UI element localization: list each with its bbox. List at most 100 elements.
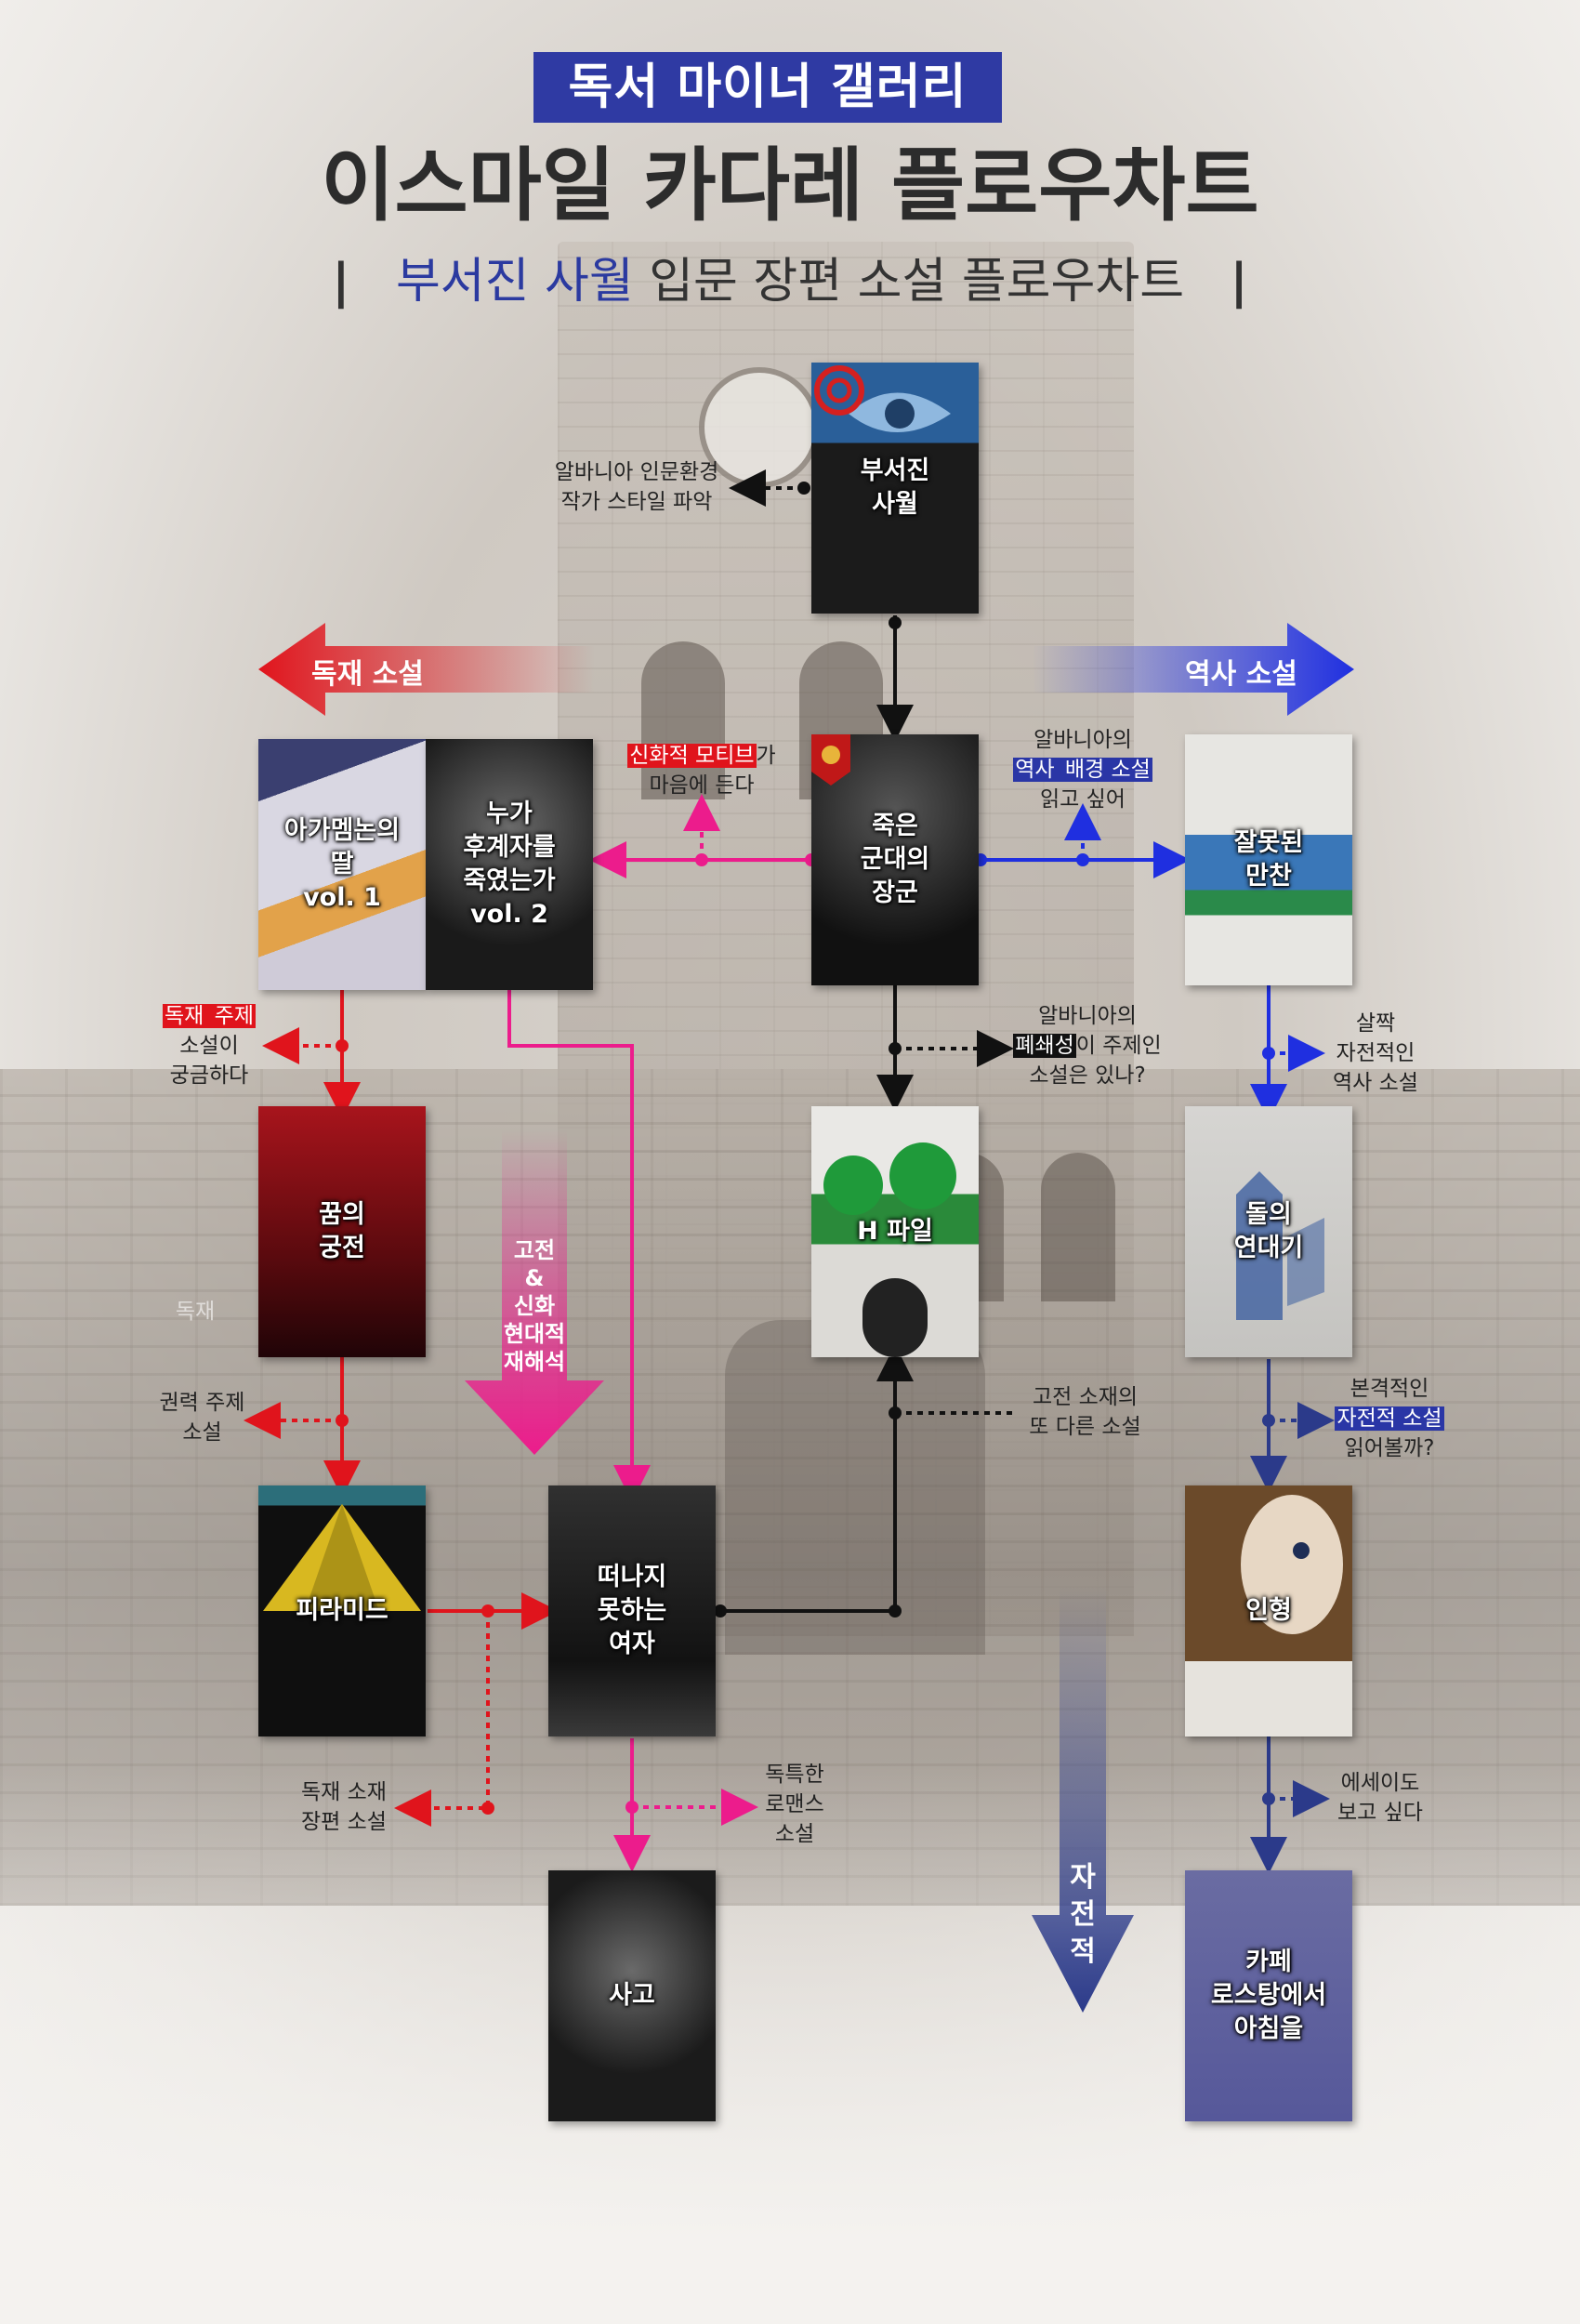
note-line: 역사 배경 소설 xyxy=(999,755,1166,785)
note-albania-environment: 알바니아 인문환경 작가 스타일 파악 xyxy=(530,457,744,517)
doll-face-icon xyxy=(1241,1495,1343,1634)
book-woman-who-cannot-leave[interactable]: 떠나지 못하는 여자 xyxy=(548,1486,716,1736)
dictator-category-arrow xyxy=(258,623,595,716)
arch-doorway xyxy=(725,1320,985,1655)
book-chronicle-in-stone[interactable]: 돌의 연대기 xyxy=(1185,1106,1352,1357)
note-line: 알바니아의 xyxy=(1038,1004,1137,1028)
note-line: 궁금하다 xyxy=(169,1063,249,1088)
note-line: 작가 스타일 파악 xyxy=(560,490,713,514)
note-history-setting: 알바니아의 역사 배경 소설 읽고 싶어 xyxy=(999,725,1166,814)
tree-icon xyxy=(823,1142,956,1357)
book-title: 인형 xyxy=(1245,1596,1292,1625)
note-line: 마음에 든다 xyxy=(649,773,755,798)
book-wrong-dinner[interactable]: 잘못된 만찬 xyxy=(1185,734,1352,985)
subtitle-bar-right: | xyxy=(1230,254,1248,310)
note-line: 독재 소재 xyxy=(301,1780,387,1804)
note-text: 가 xyxy=(756,744,776,768)
note-line: 고전 소재의 xyxy=(1032,1385,1139,1409)
history-category-label: 역사 소설 xyxy=(1185,658,1297,691)
note-unique-romance: 독특한 로맨스 소설 xyxy=(748,1760,841,1849)
book-title: 돌의 연대기 xyxy=(1233,1200,1304,1262)
book-who-killed-successor[interactable]: 누가 후계자를 죽였는가 vol. 2 xyxy=(426,739,593,990)
pyramid-icon xyxy=(263,1504,421,1611)
note-line: 자전적 소설 xyxy=(1320,1404,1459,1433)
classic-reinterpretation-arrow xyxy=(465,1129,604,1455)
book-title: 부서진 사월 xyxy=(860,456,930,519)
page-title: 이스마일 카다레 플로우차트 xyxy=(321,139,1259,232)
note-line: 알바니아 인문환경 xyxy=(554,460,719,484)
autobiographical-arrow xyxy=(1032,1585,1134,2013)
note-myth-motif: 신화적 모티브가 마음에 든다 xyxy=(609,741,795,800)
note-highlight: 자전적 소설 xyxy=(1335,1406,1444,1431)
subtitle-bar-left: | xyxy=(332,254,350,310)
note-line: 소설은 있나? xyxy=(1029,1063,1146,1088)
note-line: 로맨스 xyxy=(765,1792,824,1816)
subtitle-highlight: 부서진 사월 xyxy=(395,254,634,310)
book-title: 떠나지 못하는 여자 xyxy=(597,1563,667,1658)
book-title: 꿈의 궁전 xyxy=(319,1200,365,1262)
note-line: 독재 주제 xyxy=(149,1001,270,1031)
book-accident[interactable]: 사고 xyxy=(548,1870,716,2121)
book-title: 카페 로스탕에서 아침을 xyxy=(1210,1948,1327,2043)
book-palace-of-dreams[interactable]: 꿈의 궁전 xyxy=(258,1106,426,1357)
book-file-on-h[interactable]: H 파일 xyxy=(811,1106,979,1357)
note-line: 보고 싶다 xyxy=(1337,1801,1423,1825)
eye-icon xyxy=(814,365,951,432)
book-agamemnon-daughter[interactable]: 아가멤논의 딸 vol. 1 xyxy=(258,739,426,990)
note-highlight: 신화적 모티브 xyxy=(627,744,757,768)
note-line: 신화적 모티브가 xyxy=(609,741,795,771)
book-title: 누가 후계자를 죽였는가 vol. 2 xyxy=(463,799,556,929)
dictator-category-label: 독재 소설 xyxy=(311,658,424,691)
note-highlight: 주제 xyxy=(205,1004,256,1028)
note-line: 소설이 xyxy=(179,1034,239,1058)
tower-icon xyxy=(1236,1171,1324,1320)
note-line: 소설 xyxy=(182,1420,222,1445)
arch-window xyxy=(641,641,725,799)
note-classic-material: 고전 소재의 또 다른 소설 xyxy=(1008,1382,1162,1442)
classic-reinterpretation-label: 고전 & 신화 현대적 재해석 xyxy=(503,1237,566,1375)
book-pyramid[interactable]: 피라미드 xyxy=(258,1486,426,1736)
note-line: 또 다른 소설 xyxy=(1029,1415,1141,1439)
note-line: 소설 xyxy=(774,1822,815,1846)
note-closedness: 알바니아의 폐쇄성이 주제인 소설은 있나? xyxy=(999,1001,1176,1090)
note-highlight: 독재 xyxy=(163,1004,206,1028)
book-title: H 파일 xyxy=(857,1217,933,1246)
history-category-arrow xyxy=(1032,623,1354,716)
note-line: 읽어볼까? xyxy=(1344,1436,1435,1460)
gallery-badge: 독서 마이너 갤러리 xyxy=(533,52,1002,123)
note-line: 읽고 싶어 xyxy=(1040,787,1126,812)
note-line: 자전적인 xyxy=(1336,1041,1415,1065)
note-line: 권력 주제 xyxy=(159,1391,245,1415)
note-line: 에세이도 xyxy=(1340,1771,1420,1795)
book-title: 아가멤논의 딸 vol. 1 xyxy=(283,816,401,912)
note-dictator-novel: 독재 소재 장편 소설 xyxy=(283,1777,404,1837)
book-title: 잘못된 만찬 xyxy=(1233,828,1304,891)
note-line: 본격적인 xyxy=(1350,1377,1429,1401)
note-line: 장편 소설 xyxy=(301,1810,387,1834)
note-line: 살짝 xyxy=(1355,1011,1396,1036)
note-full-autobio: 본격적인 자전적 소설 읽어볼까? xyxy=(1320,1374,1459,1463)
book-title: 피라미드 xyxy=(296,1596,388,1625)
subtitle-rest: 입문 장편 소설 플로우차트 xyxy=(633,254,1185,310)
book-breakfast-cafe-rostand[interactable]: 카페 로스탕에서 아침을 xyxy=(1185,1870,1352,2121)
book-doll[interactable]: 인형 xyxy=(1185,1486,1352,1736)
note-small-dictator: 독재 xyxy=(175,1300,216,1324)
note-highlight: 폐쇄성 xyxy=(1013,1034,1076,1058)
note-power-theme: 권력 주제 소설 xyxy=(144,1388,260,1447)
note-line: 독특한 xyxy=(765,1763,824,1787)
award-medal-icon xyxy=(811,734,850,786)
autobiographical-label: 자 전 적 xyxy=(1070,1861,1096,1968)
note-line: 폐쇄성이 주제인 xyxy=(999,1031,1176,1061)
note-essay: 에세이도 보고 싶다 xyxy=(1320,1768,1441,1828)
page-subtitle: | 부서진 사월 입문 장편 소설 플로우차트 | xyxy=(0,249,1580,314)
book-title: 사고 xyxy=(609,1981,655,2010)
book-broken-april[interactable]: 부서진 사월 xyxy=(811,363,979,614)
note-line: 알바니아의 xyxy=(1034,728,1132,752)
note-line: 역사 소설 xyxy=(1333,1071,1418,1095)
note-highlight: 역사 xyxy=(1013,758,1057,782)
note-highlight: 배경 소설 xyxy=(1056,758,1152,782)
note-semi-autobio-history: 살짝 자전적인 역사 소설 xyxy=(1310,1009,1441,1098)
note-dictator-theme: 독재 주제 소설이 궁금하다 xyxy=(149,1001,270,1090)
book-general-dead-army[interactable]: 죽은 군대의 장군 xyxy=(811,734,979,985)
note-text: 이 주제인 xyxy=(1075,1034,1162,1058)
